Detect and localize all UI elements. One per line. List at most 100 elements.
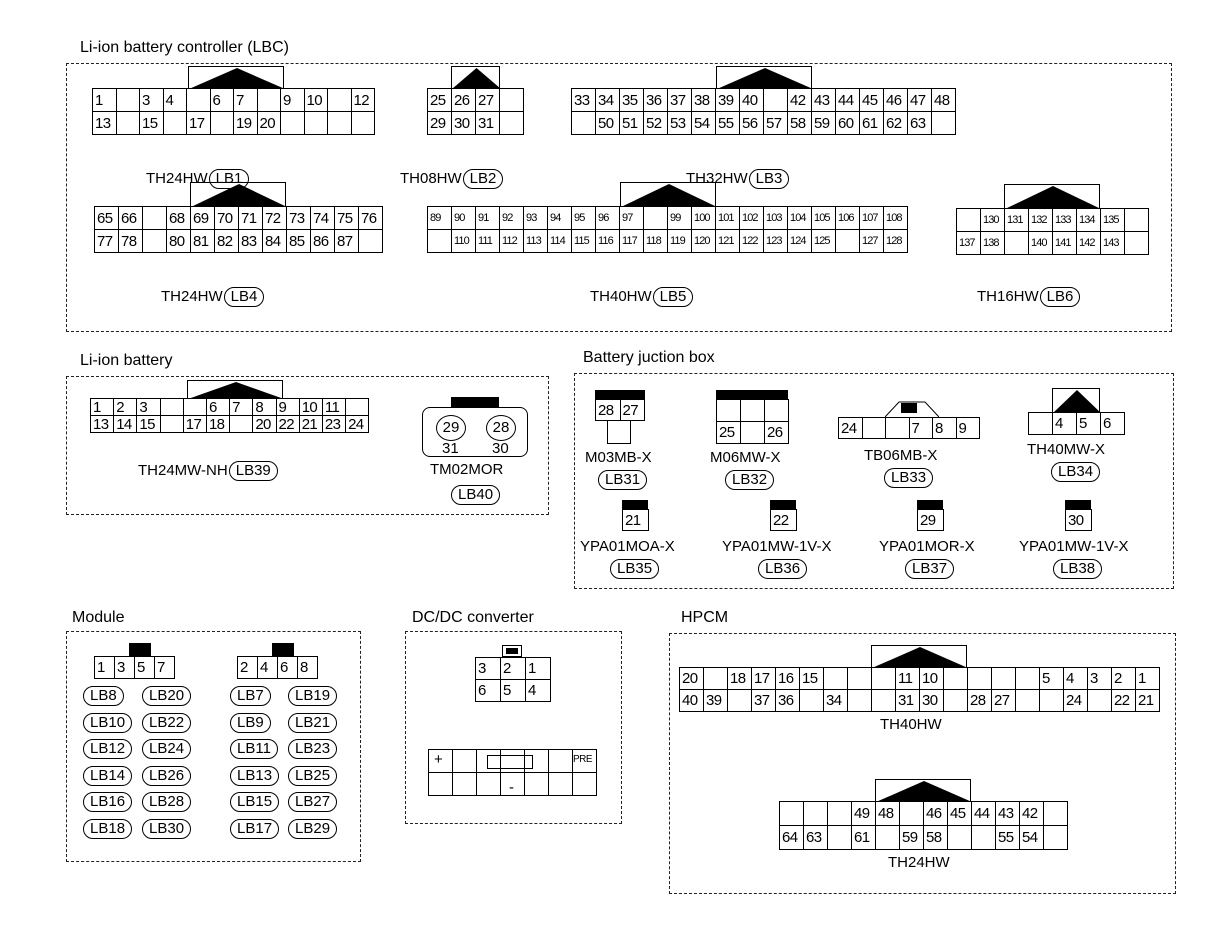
- pin-empty: [351, 112, 375, 135]
- pin-36: 36: [776, 690, 800, 712]
- pin-31: 31: [896, 690, 920, 712]
- pin-102: 102: [740, 207, 764, 230]
- pin-empty: [549, 750, 573, 773]
- pin-93: 93: [524, 207, 548, 230]
- pin-8: 8: [298, 657, 318, 679]
- pin-21: 21: [623, 510, 649, 531]
- pin-empty: [972, 826, 996, 850]
- pin-3: 3: [476, 658, 501, 680]
- pin-76: 76: [359, 207, 383, 230]
- pin-empty: [876, 826, 900, 850]
- pin-26: 26: [452, 89, 476, 112]
- pin-105: 105: [812, 207, 836, 230]
- module-tag-lb30: LB30: [142, 818, 192, 839]
- terminal-31-label: 31: [442, 440, 459, 457]
- pin-13: 13: [93, 112, 117, 135]
- pin-empty: [944, 690, 968, 712]
- module-tag-lb19: LB19: [288, 686, 338, 706]
- pin-4: 4: [1053, 413, 1077, 435]
- pin-7: 7: [234, 89, 258, 112]
- module-connector-a-latch: [129, 643, 151, 656]
- hpcm-connector-th24hw-name: TH24HW: [888, 854, 950, 871]
- pin-9: 9: [956, 418, 980, 439]
- pin-86: 86: [311, 230, 335, 253]
- pin-4: 4: [1064, 668, 1088, 690]
- pin-empty: [828, 802, 852, 826]
- pin-empty: [163, 112, 187, 135]
- pin-empty: [1005, 232, 1029, 255]
- connector-lb6-tag: LB6: [1039, 287, 1081, 308]
- pin-empty: [948, 826, 972, 850]
- pin-6: 6: [1101, 413, 1125, 435]
- pin-empty: [1029, 413, 1053, 435]
- pin-75: 75: [335, 207, 359, 230]
- pin-121: 121: [716, 230, 740, 253]
- pin-124: 124: [788, 230, 812, 253]
- connector-pin-grid: 21: [622, 509, 649, 531]
- connector-lb31-tag: LB31: [598, 470, 648, 490]
- connector-lb33-name: TB06MB-X: [864, 447, 938, 464]
- pin-empty: [1016, 690, 1040, 712]
- pin-66: 66: [119, 207, 143, 230]
- pin-132: 132: [1029, 209, 1053, 232]
- module-tag-lb22: LB22: [142, 712, 192, 733]
- pin-122: 122: [740, 230, 764, 253]
- pin-2: 2: [114, 399, 138, 416]
- pin-empty: [828, 826, 852, 850]
- pin-113: 113: [524, 230, 548, 253]
- pin-2: 2: [501, 658, 526, 680]
- liion-battery-box: [66, 376, 549, 515]
- pin-1: 1: [95, 657, 115, 679]
- pin-empty: [741, 400, 765, 422]
- pin-78: 78: [119, 230, 143, 253]
- connector-lb37-tag: LB37: [905, 559, 955, 579]
- pin-8: 8: [933, 418, 957, 439]
- pin-empty: [872, 690, 896, 712]
- pin-30: 30: [920, 690, 944, 712]
- pin-143: 143: [1101, 232, 1125, 255]
- pin-84: 84: [263, 230, 287, 253]
- pin-34: 34: [824, 690, 848, 712]
- pin-16: 16: [776, 668, 800, 690]
- pin-50: 50: [596, 112, 620, 135]
- connector-pin-grid: [428, 749, 597, 796]
- pin-64: 64: [780, 826, 804, 850]
- pin-empty: [573, 750, 597, 773]
- pin-empty: [549, 773, 573, 796]
- pin-empty: [824, 668, 848, 690]
- pin-10: 10: [920, 668, 944, 690]
- connector-lb36-name: YPA01MW-1V-X: [722, 538, 832, 555]
- pin-27: 27: [620, 400, 645, 421]
- module-connector-b-latch: [272, 643, 294, 656]
- pin-128: 128: [884, 230, 908, 253]
- pin-24: 24: [1064, 690, 1088, 712]
- pin-107: 107: [860, 207, 884, 230]
- pin-106: 106: [836, 207, 860, 230]
- pin-38: 38: [692, 89, 716, 112]
- pin-5: 5: [501, 680, 526, 702]
- connector-lb38-name: YPA01MW-1V-X: [1019, 538, 1129, 555]
- pin-140: 140: [1029, 232, 1053, 255]
- terminal-29-circle: 29: [436, 415, 466, 441]
- pin-empty: [116, 89, 140, 112]
- pin-134: 134: [1077, 209, 1101, 232]
- pin-112: 112: [500, 230, 524, 253]
- pin-10: 10: [304, 89, 328, 112]
- connector-lb40-housing: [422, 407, 528, 457]
- section-title-module: Module: [72, 609, 125, 626]
- pin-110: 110: [452, 230, 476, 253]
- pin-empty: [932, 112, 956, 135]
- connector-lb6-name: TH16HW: [977, 288, 1039, 305]
- pin-empty: [525, 750, 549, 773]
- pin-54: 54: [692, 112, 716, 135]
- pin-empty: [717, 400, 741, 422]
- pin-36: 36: [644, 89, 668, 112]
- pin-42: 42: [1020, 802, 1044, 826]
- pin-37: 37: [752, 690, 776, 712]
- pin-empty: [836, 230, 860, 253]
- pin-46: 46: [924, 802, 948, 826]
